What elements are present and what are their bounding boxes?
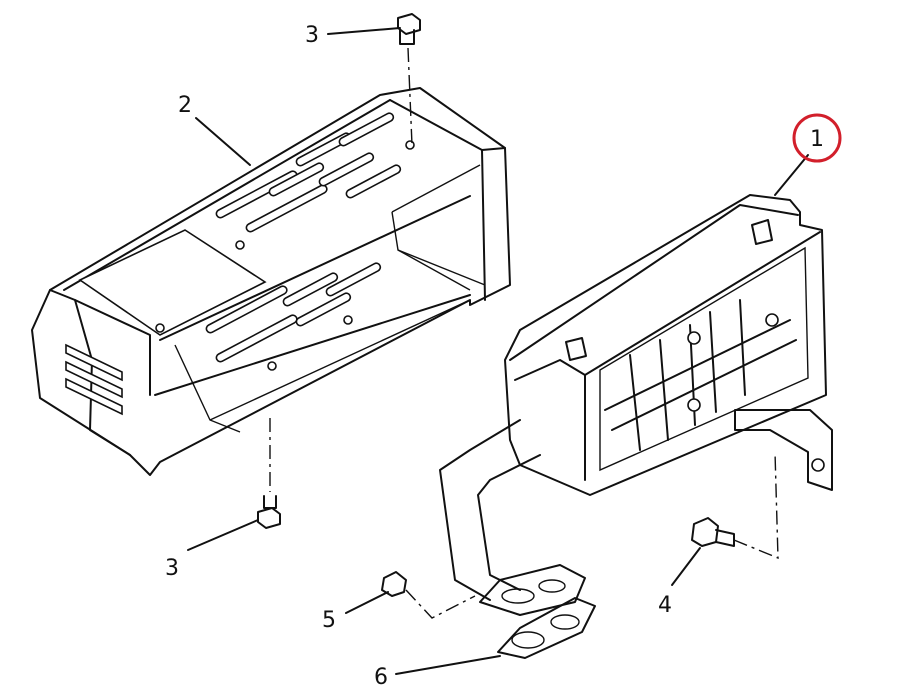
- bolt-part-4: [691, 451, 779, 560]
- cover-vent-slots: [205, 112, 402, 363]
- nut-part-5: [381, 571, 476, 619]
- bolt-top: [397, 13, 421, 146]
- leader-1: [774, 154, 809, 196]
- highlight-circle: [792, 113, 842, 163]
- muffler-part: [439, 194, 833, 616]
- gasket-part-6: [497, 597, 596, 659]
- leader-3a: [327, 27, 401, 35]
- bolt-bottom: [257, 418, 281, 529]
- leader-6: [395, 655, 501, 675]
- callout-5: 5: [322, 608, 336, 633]
- leader-2: [195, 117, 251, 166]
- callout-6: 6: [374, 665, 388, 690]
- callout-3-top: 3: [305, 23, 319, 48]
- callout-4: 4: [658, 593, 672, 618]
- leader-5: [345, 591, 389, 614]
- callout-3-bottom: 3: [165, 556, 179, 581]
- muffler-cover-part: [31, 87, 511, 476]
- leader-4: [671, 547, 701, 586]
- callout-1: 1: [810, 127, 824, 152]
- leader-3b: [187, 519, 259, 551]
- callout-2: 2: [178, 93, 192, 118]
